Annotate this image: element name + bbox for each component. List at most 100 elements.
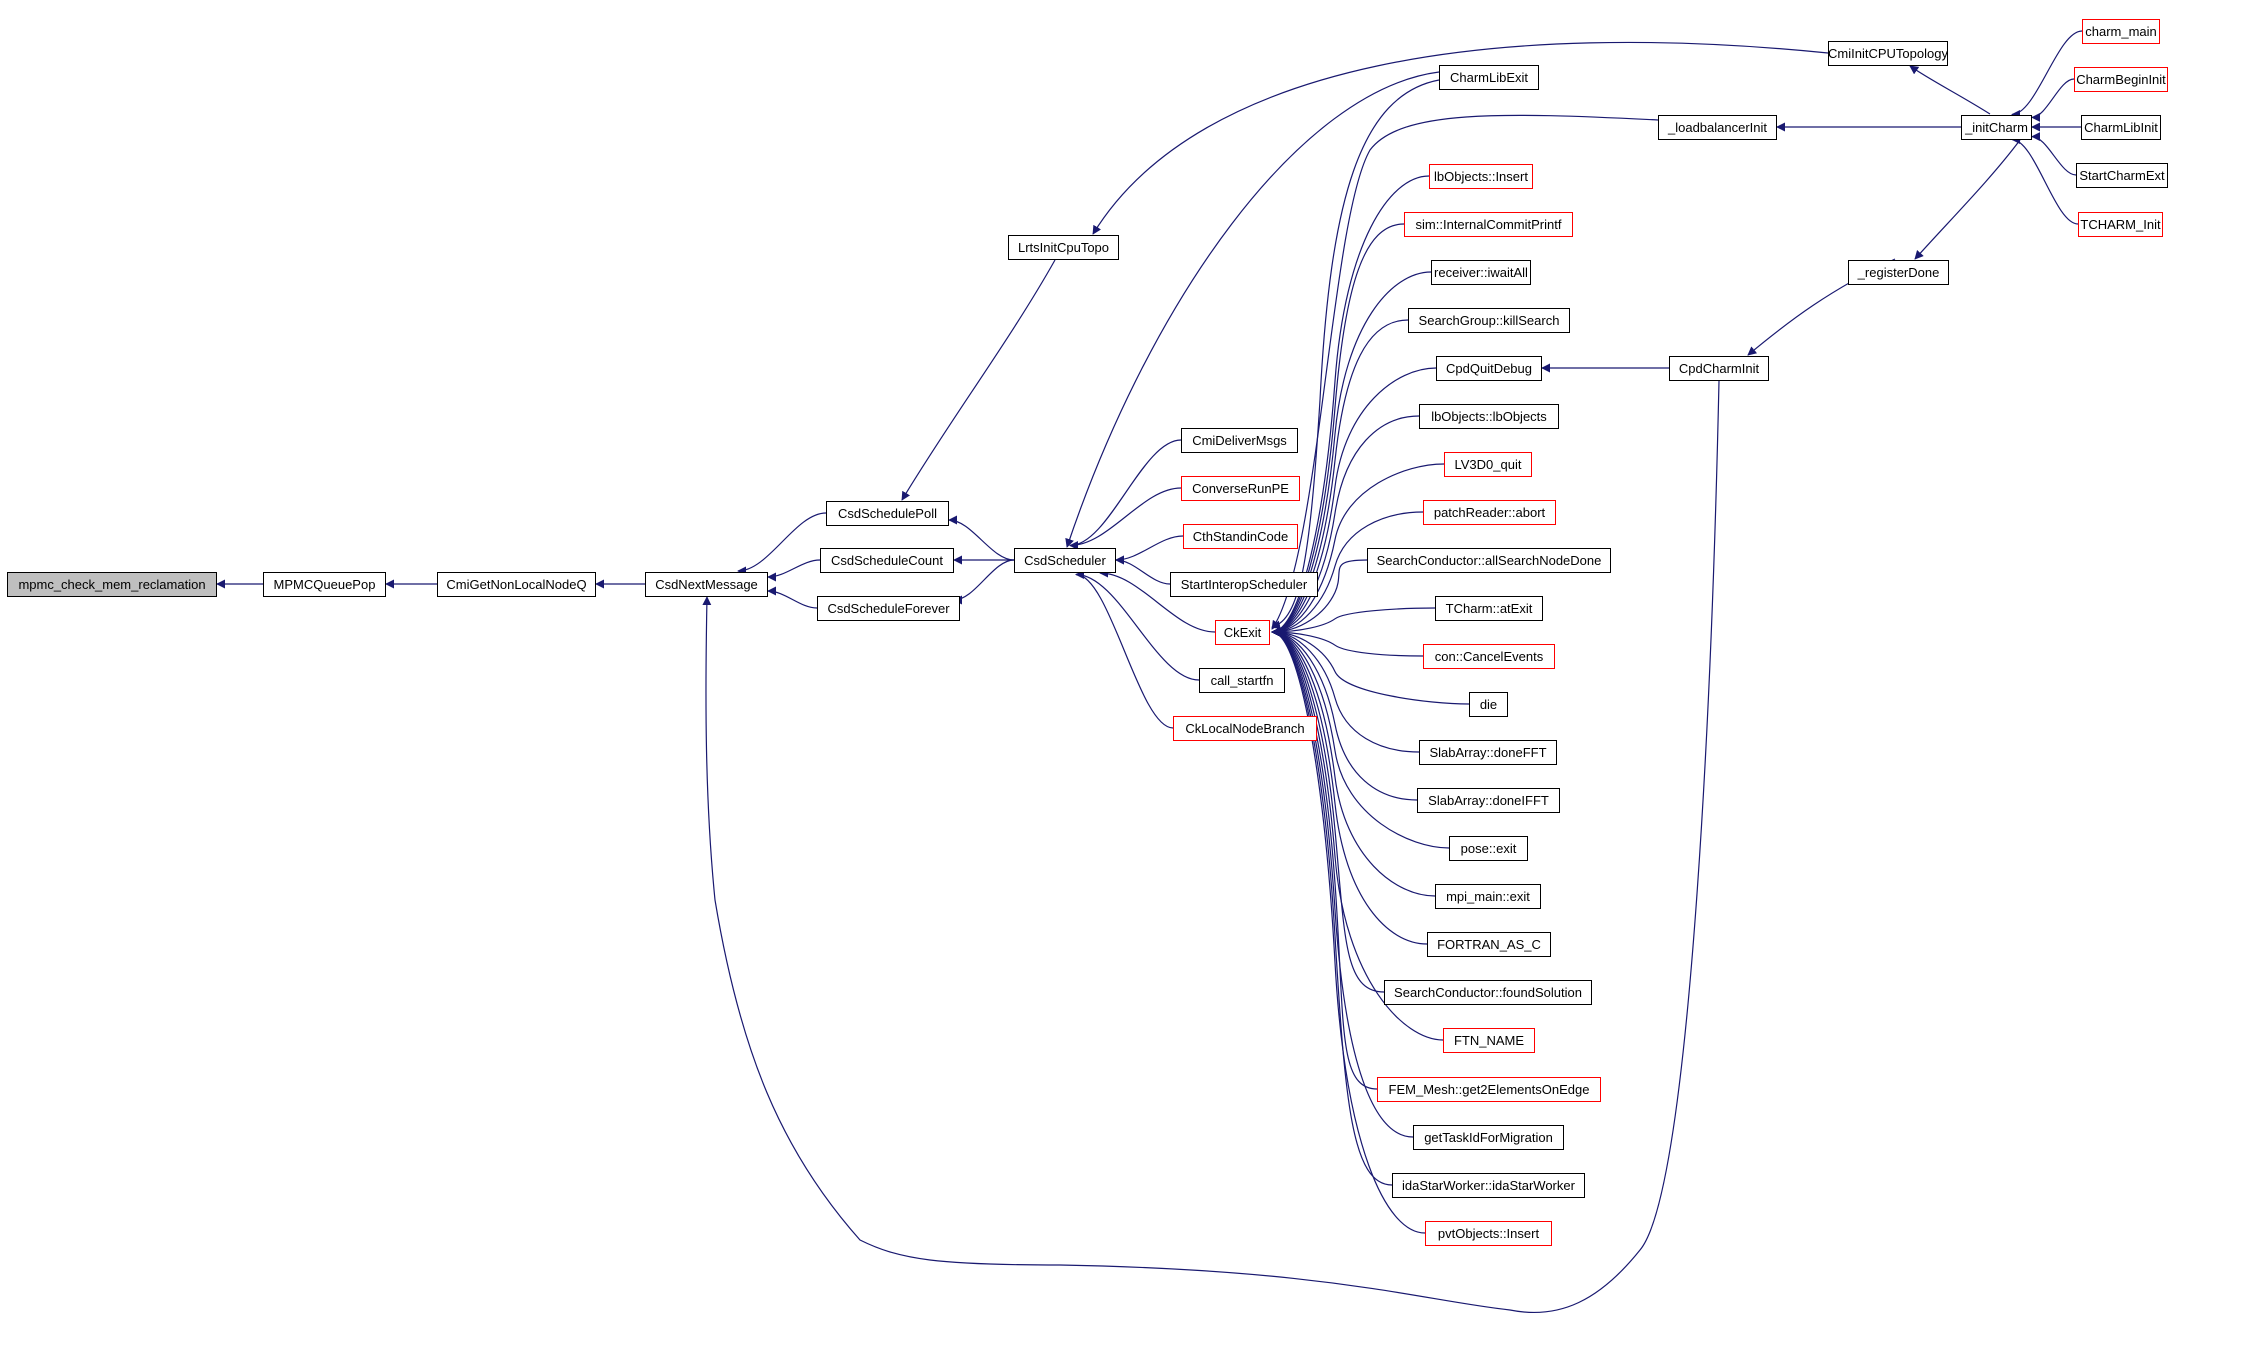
node-cmi-deliver-msgs[interactable]: CmiDeliverMsgs (1181, 427, 1298, 453)
node-search-conductor-found-solution[interactable]: SearchConductor::foundSolution (1384, 979, 1592, 1005)
edge-loadbalancer-init-to-ck-exit (1271, 114, 1659, 630)
edge-csd-schedule-count-to-csd-next-message (767, 559, 821, 582)
edge-ck-local-node-branch-to-csd-scheduler (1075, 570, 1174, 729)
node-pvt-objects-insert[interactable]: pvtObjects::Insert (1425, 1220, 1552, 1246)
node-get-task-id-for-migration[interactable]: getTaskIdForMigration (1413, 1124, 1564, 1150)
node-label: _loadbalancerInit (1667, 119, 1768, 135)
node-slab-array-done-ifft[interactable]: SlabArray::doneIFFT (1417, 787, 1560, 813)
node-label: CsdScheduleForever (827, 600, 950, 616)
node-label: CsdScheduleCount (830, 552, 944, 568)
node-con-cancel-events[interactable]: con::CancelEvents (1423, 643, 1555, 669)
node-search-group-kill-search[interactable]: SearchGroup::killSearch (1408, 307, 1570, 333)
node-search-conductor-all-search-node-done[interactable]: SearchConductor::allSearchNodeDone (1367, 547, 1611, 573)
node-cpd-quit-debug[interactable]: CpdQuitDebug (1436, 355, 1542, 381)
node-label: CsdScheduler (1024, 552, 1106, 568)
node-label: idaStarWorker::idaStarWorker (1402, 1177, 1575, 1193)
node-cth-standin-code[interactable]: CthStandinCode (1183, 523, 1298, 549)
node-label: pose::exit (1460, 840, 1517, 856)
node-tcharm-at-exit[interactable]: TCharm::atExit (1435, 595, 1543, 621)
edge-patch-reader-abort-to-ck-exit (1271, 511, 1424, 637)
node-label: SlabArray::doneFFT (1429, 744, 1547, 760)
node-label: CmiDeliverMsgs (1192, 432, 1287, 448)
edge-fortran-as-c-to-ck-exit (1271, 627, 1428, 945)
edge-charm-begin-init-to-init-charm (2031, 78, 2075, 122)
edge-csd-scheduler-to-csd-schedule-forever (953, 559, 1015, 605)
node-loadbalancer-init[interactable]: _loadbalancerInit (1658, 114, 1777, 140)
node-label: charm_main (2085, 23, 2157, 39)
node-die[interactable]: die (1469, 691, 1508, 717)
edge-ck-exit-to-csd-scheduler (1099, 568, 1216, 633)
node-label: sim::InternalCommitPrintf (1415, 216, 1562, 232)
node-sim-internal-commit-printf[interactable]: sim::InternalCommitPrintf (1404, 211, 1573, 237)
edge-ida-star-worker-ida-star-worker-to-ck-exit (1271, 627, 1393, 1186)
node-mpmcqueue-pop[interactable]: MPMCQueuePop (263, 571, 386, 597)
node-call-startfn[interactable]: call_startfn (1199, 667, 1285, 693)
edge-lb-objects-insert-to-ck-exit (1271, 175, 1430, 637)
edge-tcharm-at-exit-to-ck-exit (1271, 607, 1436, 637)
node-csd-schedule-poll[interactable]: CsdSchedulePoll (826, 500, 949, 526)
node-label: patchReader::abort (1433, 504, 1546, 520)
edge-die-to-ck-exit (1271, 627, 1470, 705)
node-init-charm[interactable]: _initCharm (1961, 114, 2032, 140)
node-csd-schedule-count[interactable]: CsdScheduleCount (820, 547, 954, 573)
node-mpmc-check-mem-reclamation[interactable]: mpmc_check_mem_reclamation (7, 571, 217, 597)
node-csd-next-message[interactable]: CsdNextMessage (645, 571, 768, 597)
node-patch-reader-abort[interactable]: patchReader::abort (1423, 499, 1556, 525)
node-register-done[interactable]: _registerDone (1848, 259, 1949, 285)
node-cmi-init-cputopology[interactable]: CmiInitCPUTopology (1828, 40, 1948, 66)
node-charm-lib-init[interactable]: CharmLibInit (2081, 114, 2161, 140)
edge-search-conductor-found-solution-to-ck-exit (1271, 627, 1385, 993)
edge-receiver-iwait-all-to-ck-exit (1271, 271, 1432, 637)
node-ida-star-worker-ida-star-worker[interactable]: idaStarWorker::idaStarWorker (1392, 1172, 1585, 1198)
node-tcharm-init[interactable]: TCHARM_Init (2078, 211, 2163, 237)
node-start-interop-scheduler[interactable]: StartInteropScheduler (1170, 571, 1318, 597)
node-label: mpmc_check_mem_reclamation (18, 576, 206, 592)
node-label: CthStandinCode (1192, 528, 1289, 544)
edge-mpi-main-exit-to-ck-exit (1271, 627, 1436, 897)
edge-init-charm-to-register-done (1914, 139, 2021, 260)
node-lb-objects-insert[interactable]: lbObjects::Insert (1429, 163, 1533, 189)
node-label: CmiInitCPUTopology (1828, 45, 1948, 61)
node-label: CmiGetNonLocalNodeQ (446, 576, 587, 592)
edge-call-startfn-to-csd-scheduler (1075, 570, 1200, 681)
edge-slab-array-done-ifft-to-ck-exit (1271, 627, 1418, 801)
edge-search-group-kill-search-to-ck-exit (1271, 319, 1409, 637)
node-start-charm-ext[interactable]: StartCharmExt (2076, 162, 2168, 188)
node-label: TCHARM_Init (2080, 216, 2161, 232)
node-lv3-d0-quit[interactable]: LV3D0_quit (1444, 451, 1532, 477)
node-label: _initCharm (1965, 119, 2028, 135)
node-label: CharmLibExit (1449, 69, 1529, 85)
node-fortran-as-c[interactable]: FORTRAN_AS_C (1427, 931, 1551, 957)
node-receiver-iwait-all[interactable]: receiver::iwaitAll (1431, 259, 1531, 285)
node-slab-array-done-fft[interactable]: SlabArray::doneFFT (1419, 739, 1557, 765)
edge-cth-standin-code-to-csd-scheduler (1115, 535, 1184, 565)
edge-search-conductor-all-search-node-done-to-ck-exit (1271, 559, 1368, 637)
node-charm-main[interactable]: charm_main (2082, 18, 2160, 44)
node-label: getTaskIdForMigration (1424, 1129, 1553, 1145)
node-label: call_startfn (1210, 672, 1274, 688)
node-ftn-name[interactable]: FTN_NAME (1443, 1027, 1535, 1053)
node-csd-schedule-forever[interactable]: CsdScheduleForever (817, 595, 960, 621)
node-charm-begin-init[interactable]: CharmBeginInit (2074, 66, 2168, 92)
edge-init-charm-to-cmi-init-cputopology (1909, 65, 1991, 115)
node-cpd-charm-init[interactable]: CpdCharmInit (1669, 355, 1769, 381)
node-label: receiver::iwaitAll (1434, 264, 1528, 280)
node-ck-local-node-branch[interactable]: CkLocalNodeBranch (1173, 715, 1317, 741)
edge-csd-schedule-forever-to-csd-next-message (767, 586, 818, 609)
node-converse-run-pe[interactable]: ConverseRunPE (1181, 475, 1300, 501)
node-lrts-init-cpu-topo[interactable]: LrtsInitCpuTopo (1008, 234, 1119, 260)
node-fem-mesh-get2-elements-on-edge[interactable]: FEM_Mesh::get2ElementsOnEdge (1377, 1076, 1601, 1102)
node-label: MPMCQueuePop (273, 576, 376, 592)
node-label: LrtsInitCpuTopo (1017, 239, 1110, 255)
node-ck-exit[interactable]: CkExit (1215, 619, 1270, 645)
node-lb-objects-lb-objects[interactable]: lbObjects::lbObjects (1419, 403, 1559, 429)
node-charm-lib-exit[interactable]: CharmLibExit (1439, 64, 1539, 90)
node-pose-exit[interactable]: pose::exit (1449, 835, 1528, 861)
node-label: SearchGroup::killSearch (1418, 312, 1560, 328)
node-cmi-get-non-local-node-q[interactable]: CmiGetNonLocalNodeQ (437, 571, 596, 597)
node-csd-scheduler[interactable]: CsdScheduler (1014, 547, 1116, 573)
edge-get-task-id-for-migration-to-ck-exit (1271, 627, 1414, 1138)
edge-pose-exit-to-ck-exit (1271, 627, 1450, 849)
node-mpi-main-exit[interactable]: mpi_main::exit (1435, 883, 1541, 909)
